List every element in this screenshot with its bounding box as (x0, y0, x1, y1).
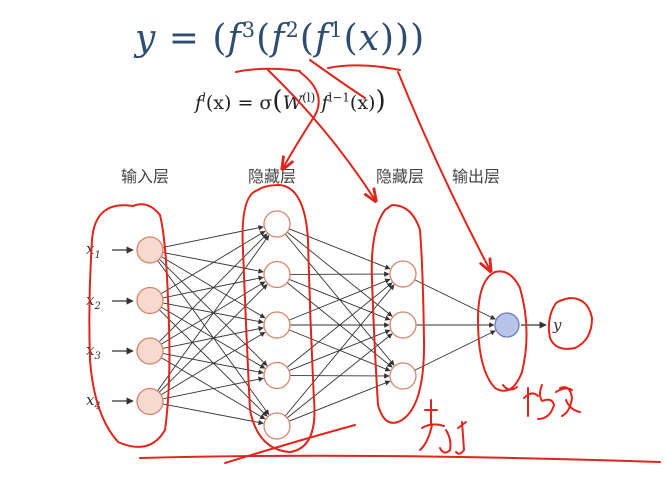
eq-paren-close-1: ) (380, 18, 396, 59)
eq-paren-close-3: ) (410, 18, 426, 59)
eq-f1: f (314, 18, 330, 59)
loop-input (88, 203, 171, 448)
input-node-4 (136, 387, 164, 416)
main-equation: y = (f3(f2(f1(x))) (135, 18, 425, 59)
loop-y (547, 297, 593, 350)
input-label-2: x2 (86, 291, 101, 312)
output-layer-label: 输出层 (452, 167, 501, 186)
handwriting-zou (419, 399, 467, 455)
input-label-4: x4 (86, 391, 101, 412)
input-label-1: x1 (86, 240, 101, 261)
eq-sup2: 2 (285, 18, 300, 42)
bottom-line-2 (224, 424, 356, 464)
input-layer-label: 输入层 (121, 167, 170, 186)
eq-paren-open-4: ( (343, 18, 359, 59)
eq-f2: f (271, 18, 286, 59)
edge-l0-n3-to-n4 (162, 403, 264, 426)
handwriting-cost (523, 384, 581, 420)
hidden2-node-3 (389, 362, 417, 390)
loop-hidden1 (241, 184, 316, 453)
io-arrows (112, 246, 547, 405)
io-labels: x1 x2 x3 x4 y (86, 240, 562, 412)
formula-arg-x: (x) (349, 92, 376, 114)
loop-hidden2 (370, 204, 426, 424)
edge-l1-n3-to-n0 (286, 282, 393, 368)
arrow-to-output (397, 71, 490, 270)
bottom-line-1 (139, 454, 661, 463)
edge-l0-n1-to-n0 (160, 230, 266, 295)
formula-W: W (282, 92, 303, 114)
hidden1-node-5 (263, 412, 291, 440)
formula-l: l (202, 90, 206, 105)
formula-W-sup: (l) (302, 90, 316, 105)
eq-y: y (135, 18, 157, 59)
formula-f-prev-sup: l−1 (328, 90, 350, 105)
underline-f2 (235, 67, 301, 73)
hidden2-node-2 (389, 311, 417, 339)
eq-sup3: 3 (241, 18, 257, 42)
eq-sup1: 1 (329, 18, 344, 42)
eq-x: x (358, 18, 381, 59)
hidden1-node-2 (263, 260, 291, 289)
formula-arg-sigma: (x) = σ (205, 92, 273, 114)
formula-f-prev: f (321, 92, 329, 114)
edge-l0-n0-to-n0 (162, 225, 264, 248)
arrow-to-hidden1 (283, 71, 320, 168)
edge-l2-n2-to-n0 (414, 330, 496, 371)
input-node-1 (136, 236, 164, 264)
output-node-1 (494, 312, 520, 338)
handwritten-annotations (88, 59, 661, 464)
edge-l1-n4-to-n0 (284, 284, 395, 417)
edge-l0-n2-to-n0 (158, 233, 268, 343)
edge-l0-n3-to-n0 (157, 234, 270, 392)
edge-l1-n4-to-n2 (288, 380, 391, 422)
hidden2-node-1 (389, 260, 417, 288)
arrow-to-hidden2 (267, 69, 375, 200)
hidden1-node-3 (263, 311, 291, 339)
tick-mark (502, 384, 518, 391)
hidden-layer-2-label: 隐藏层 (376, 167, 425, 186)
input-node-3 (136, 337, 164, 365)
edge-l2-n0-to-n0 (414, 279, 496, 320)
network-nodes (136, 210, 520, 440)
hidden1-node-4 (263, 361, 291, 390)
layer-formula: fl(x) = σ(W(l) fl−1(x)) (195, 86, 386, 116)
eq-paren-open-3: ( (299, 18, 315, 59)
output-label: y (552, 316, 562, 334)
input-node-2 (136, 286, 164, 315)
eq-paren-open-2: ( (256, 18, 272, 59)
eq-paren-close-2: ) (395, 18, 411, 59)
edge-l1-n0-to-n0 (288, 228, 391, 270)
edge-l0-n3-to-n3 (162, 376, 264, 400)
loop-output (477, 270, 528, 392)
cross-stroke (309, 59, 366, 99)
eq-equals: = (168, 18, 200, 59)
eq-paren-open-1: ( (212, 18, 228, 59)
edge-l0-n3-to-n1 (158, 284, 268, 393)
formula-f: f (195, 92, 203, 114)
input-label-3: x3 (86, 341, 101, 362)
hidden1-node-1 (263, 210, 291, 238)
underline-f1 (327, 64, 401, 71)
network-edges (157, 225, 496, 426)
eq-f3: f (227, 18, 242, 59)
